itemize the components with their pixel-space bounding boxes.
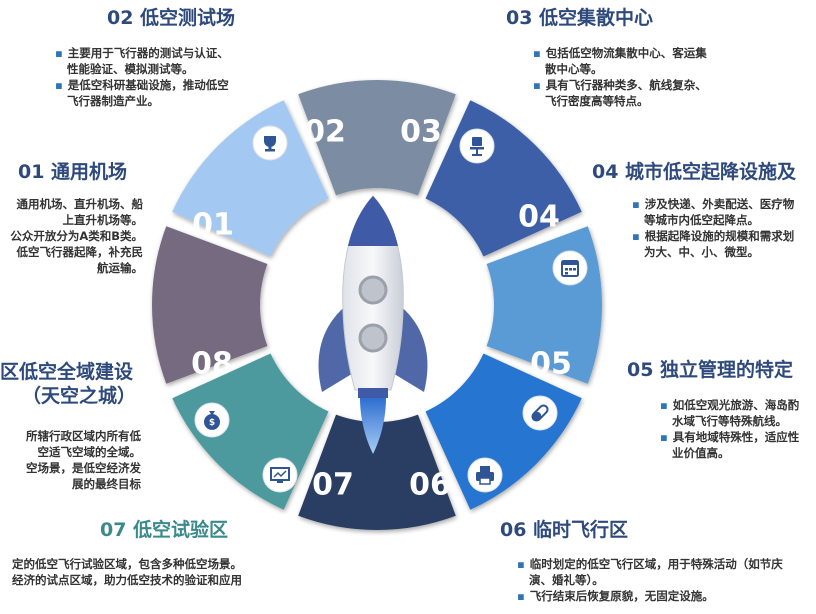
segment-01-title: 01 通用机场 — [18, 160, 127, 184]
segment-05-desc-line: 如低空观光旅游、海岛酌 — [660, 397, 800, 413]
rocket-window-top — [358, 275, 388, 305]
segment-06: 06 — [298, 414, 503, 530]
segment-01-number: 01 — [192, 208, 234, 243]
rocket-illustration — [318, 195, 428, 454]
segment-07-desc-line: 经济的试点区域，助力低空技术的验证和应用 — [12, 573, 242, 587]
segment-03: 03 — [400, 100, 582, 257]
segment-02-desc-line: 主要用于飞行器的测试与认证、 — [55, 45, 229, 61]
segment-05-number: 05 — [530, 347, 572, 382]
trophy-icon — [252, 125, 288, 161]
segment-05-shape — [425, 353, 582, 510]
segment-06-title: 06 临时飞行区 — [500, 518, 628, 542]
segment-02-title: 02 低空测试场 — [107, 6, 235, 30]
segment-01-desc-line: 低空飞行器起降，补充民 — [16, 245, 144, 259]
segment-03-desc-line: 散中心等。 — [545, 62, 603, 76]
segment-06-desc-line: 临时划定的低空飞行区域，用于特殊活动（如节庆 — [517, 556, 783, 572]
segment-03-description: 包括低空物流集散中心、客运集散中心等。具有飞行器种类多、航线复杂、飞行密度高等特… — [533, 45, 707, 109]
segment-07: 07 — [172, 353, 354, 510]
segment-06-desc-line: 演、婚礼等）。 — [529, 573, 604, 587]
segment-02-desc-line: 是低空科研基础设施，推动低空 — [55, 77, 229, 93]
segment-01-desc-line: 上直升机场等。 — [62, 213, 144, 227]
segment-04-title-text: 04 城市低空起降设施及 — [592, 161, 797, 183]
segment-04-description: 涉及快递、外卖配送、医疗物等城市内低空起降点。根据起降设施的规模和需求划为大、中… — [632, 196, 794, 260]
printer-icon — [467, 457, 503, 493]
segment-01-description: 通用机场、直升机场、船上直升机场等。公众开放分为A类和B类。低空飞行器起降，补充… — [0, 196, 143, 276]
segment-05-title-text: 05 独立管理的特定 — [627, 359, 794, 381]
rocket-nozzle — [358, 388, 388, 398]
segment-06-title-text: 06 临时飞行区 — [500, 519, 629, 541]
segment-08-title-text: 区低空全域建设 — [0, 361, 134, 383]
segment-08-desc-line: 空场景，是低空经济发 — [26, 461, 141, 475]
segment-03-number: 03 — [400, 115, 442, 150]
segment-03-desc-line: 飞行密度高等特点。 — [545, 94, 649, 108]
money-bag-icon: $ — [194, 402, 230, 438]
capsule-icon — [522, 395, 558, 431]
segment-08-subtitle: （天空之城） — [22, 385, 137, 407]
segment-05-desc-line: 具有地域特殊性，适应性 — [660, 429, 800, 445]
segment-08-title: 区低空全域建设（天空之城） — [0, 360, 136, 408]
segments-layer: 01 02 03 04 05 06 07 08 $ — [152, 80, 602, 530]
segment-05-desc-line: 水域飞行等特殊航线。 — [672, 414, 787, 428]
calendar-icon — [552, 250, 588, 286]
segment-04-title: 04 城市低空起降设施及 — [592, 160, 796, 184]
segment-01-desc-line: 公众开放分为A类和B类。 — [10, 229, 143, 243]
segment-02-title-text: 02 低空测试场 — [107, 7, 236, 29]
segment-01-desc-line: 航运输。 — [97, 261, 143, 275]
segment-06-desc-line: 飞行结束后恢复原貌，无固定设施。 — [517, 588, 783, 604]
segment-04-desc-line: 涉及快递、外卖配送、医疗物 — [632, 196, 795, 212]
segment-05: 05 — [425, 347, 582, 510]
segment-06-shape — [298, 414, 456, 530]
chart-monitor-icon — [262, 457, 298, 493]
segment-07-number: 07 — [312, 468, 354, 503]
segment-03-desc-line: 具有飞行器种类多、航线复杂、 — [533, 77, 707, 93]
segment-04: 04 — [486, 200, 602, 384]
segment-01-shape — [172, 100, 329, 257]
segment-08-shape — [152, 226, 268, 384]
segment-01-title-text: 01 通用机场 — [18, 161, 128, 183]
segment-03-title-text: 03 低空集散中心 — [506, 7, 654, 29]
segment-08-desc-line: 所辖行政区域内所有低 — [26, 429, 141, 443]
rocket-flame — [360, 398, 386, 454]
segment-04-desc-line: 为大、中、小、微型。 — [644, 245, 759, 259]
segment-07-description: 定的低空飞行试验区域，包含多种低空场景。经济的试点区域，助力低空技术的验证和应用 — [0, 556, 242, 588]
segment-05-desc-line: 业价值高。 — [672, 446, 730, 460]
segment-06-number: 06 — [409, 468, 451, 503]
segment-02-desc-line: 性能验证、模拟测试等。 — [67, 62, 194, 76]
segment-08-number: 08 — [191, 347, 233, 382]
segment-03-title: 03 低空集散中心 — [506, 6, 653, 30]
rocket-window-bottom — [358, 323, 388, 353]
segment-02-shape — [298, 80, 456, 196]
segment-07-title: 07 低空试验区 — [100, 518, 228, 542]
svg-text:$: $ — [209, 418, 215, 428]
segment-02-number: 02 — [304, 115, 346, 150]
segment-04-number: 04 — [518, 200, 560, 235]
segment-07-title-text: 07 低空试验区 — [100, 519, 229, 541]
segment-02: 02 — [252, 80, 456, 196]
segment-02-description: 主要用于飞行器的测试与认证、性能验证、模拟测试等。是低空科研基础设施，推动低空飞… — [55, 45, 229, 109]
segment-07-desc-line: 定的低空飞行试验区域，包含多种低空场景。 — [12, 557, 242, 571]
rocket-nose — [348, 196, 398, 246]
segment-04-desc-line: 等城市内低空起降点。 — [644, 213, 759, 227]
segment-01-desc-line: 通用机场、直升机场、船 — [16, 197, 144, 211]
office-chair-icon — [459, 128, 495, 164]
segment-08-desc-line: 空适飞空域的全域。 — [37, 445, 142, 459]
segment-08-description: 所辖行政区域内所有低空适飞空域的全域。空场景，是低空经济发展的最终目标 — [0, 428, 141, 492]
segment-03-desc-line: 包括低空物流集散中心、客运集 — [533, 45, 707, 61]
segment-08: 08 $ — [152, 226, 268, 438]
segment-02-desc-line: 飞行器制造产业。 — [67, 94, 159, 108]
segment-06-description: 临时划定的低空飞行区域，用于特殊活动（如节庆演、婚礼等）。飞行结束后恢复原貌，无… — [517, 556, 783, 604]
segment-08-desc-line: 展的最终目标 — [72, 477, 141, 491]
segment-05-title: 05 独立管理的特定 — [627, 358, 793, 382]
segment-04-desc-line: 根据起降设施的规模和需求划 — [632, 228, 795, 244]
